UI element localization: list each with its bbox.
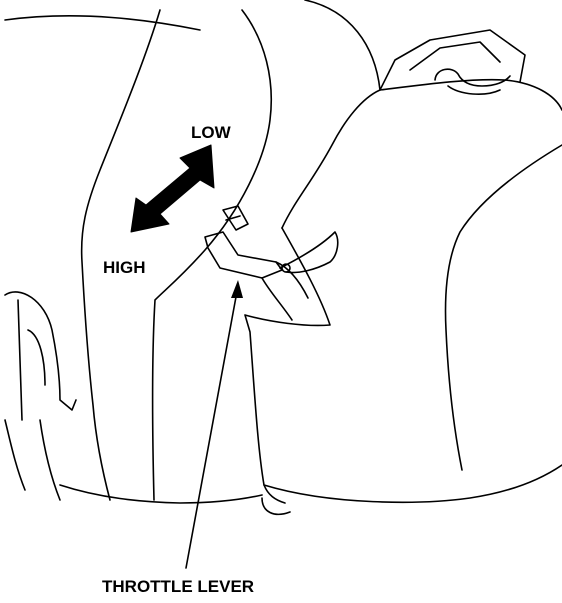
throttle-leader-arrowhead <box>231 280 243 298</box>
right-cover <box>245 80 562 503</box>
top-knob <box>435 69 510 86</box>
bottom-outline <box>60 485 262 503</box>
top-knob-detail <box>448 86 500 94</box>
panel-cover-outline <box>282 0 380 228</box>
low-high-arrow <box>131 145 214 232</box>
left-block-lower <box>5 420 60 500</box>
lower-foot <box>262 498 290 514</box>
low-label: LOW <box>191 124 231 141</box>
high-label: HIGH <box>103 259 146 276</box>
housing-outline-left <box>82 10 160 500</box>
left-block <box>5 292 76 420</box>
throttle-leader-line <box>186 286 238 568</box>
housing-top-edge <box>5 16 200 30</box>
throttle-lever-arm <box>262 262 308 320</box>
right-cover-bulge <box>446 145 562 470</box>
top-bracket-inner <box>410 42 500 70</box>
throttle-lever-label: THROTTLE LEVER <box>102 578 254 595</box>
throttle-cable <box>280 232 338 273</box>
throttle-lever-body <box>205 232 282 278</box>
